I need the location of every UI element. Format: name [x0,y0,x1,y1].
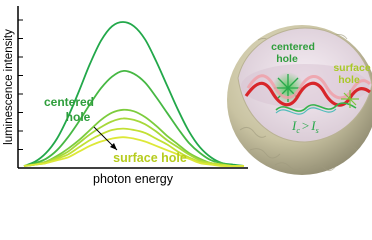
relation-right: I [310,118,316,133]
centered-hole-annotation: centered hole [44,95,118,151]
chart-area [17,6,248,169]
centered-hole-arrowhead [110,143,117,150]
inset-centered-label-line2: hole [276,53,298,65]
relation-right-sub: s [316,126,319,135]
surface-hole-annotation: surface hole [113,151,187,165]
centered-hole-label-line2: hole [66,110,91,124]
cyan-wave [275,107,337,115]
inset-surface-label-line2: hole [338,74,360,86]
surface-hole-label: surface hole [113,151,187,165]
y-ticks [18,19,23,150]
relation-operator: > [302,118,309,133]
series-line-1 [23,21,245,167]
centered-hole-label-line1: centered [44,95,94,109]
series-line-6 [23,136,244,167]
nanocrystal-inset: centered hole surface hole Ic>Is [227,25,372,175]
relation-left-sub: c [296,126,300,135]
intensity-relation: Ic>Is [291,118,319,135]
wave-red [244,81,371,107]
wave-pink [246,74,372,100]
relation-left: I [291,118,297,133]
y-axis-label: luminescence intensity [3,29,15,145]
inset-centered-label-line1: centered [271,41,315,53]
svg-text:Ic>Is: Ic>Is [291,118,319,135]
series-line-5 [23,127,245,167]
series-line-2 [23,69,245,168]
green-wave [275,102,357,112]
series-layer [23,21,245,168]
inset-surface-label-line1: surface [333,62,371,74]
figure: luminescence intensity photon energy cen… [3,6,372,186]
x-axis-label: photon energy [93,172,174,186]
surface-hole-marker [341,90,359,108]
